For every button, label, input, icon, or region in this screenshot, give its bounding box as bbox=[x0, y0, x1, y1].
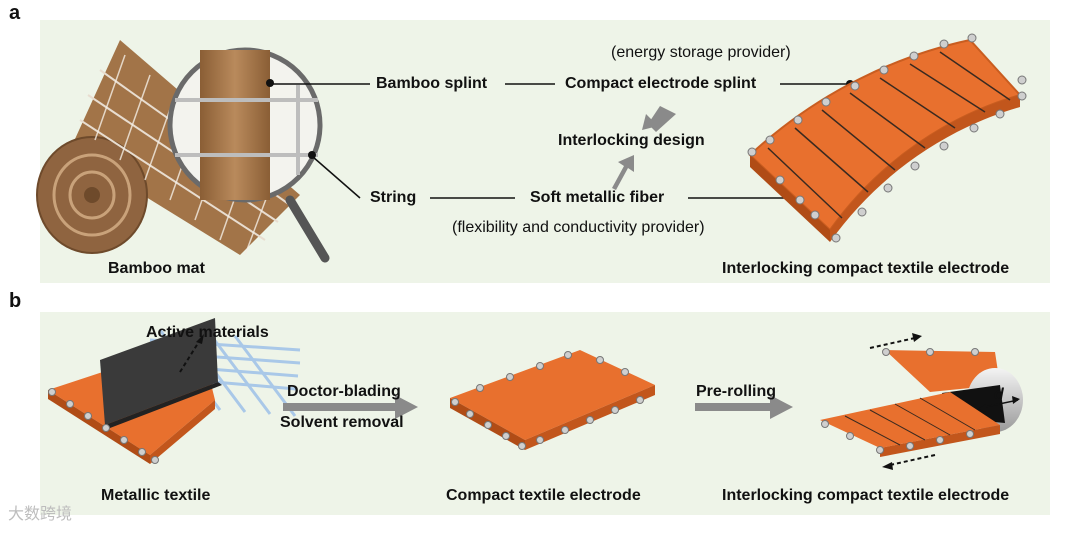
metallic-textile-label: Metallic textile bbox=[101, 487, 211, 504]
gray-arrows bbox=[612, 104, 676, 190]
flex-note: (flexibility and conductivity provider) bbox=[452, 219, 705, 236]
panel-b-letter: b bbox=[9, 290, 22, 312]
interlocking-design-label: Interlocking design bbox=[558, 132, 705, 149]
energy-note: (energy storage provider) bbox=[611, 44, 791, 61]
panel-a-connector-lines bbox=[272, 83, 850, 199]
active-materials-label: Active materials bbox=[146, 324, 269, 341]
process-arrow-1 bbox=[283, 395, 418, 419]
watermark-text: 大数跨境 bbox=[8, 506, 73, 523]
metallic-textile-illustration bbox=[48, 318, 301, 464]
solvent-removal-label: Solvent removal bbox=[280, 414, 404, 431]
bamboo-splint-label: Bamboo splint bbox=[376, 75, 488, 92]
doctor-blading-label: Doctor-blading bbox=[287, 383, 401, 400]
compact-textile-label: Compact textile electrode bbox=[446, 487, 641, 504]
interlocking-electrode-a bbox=[747, 33, 1027, 243]
panel-a-result-label: Interlocking compact textile electrode bbox=[722, 260, 1010, 277]
magnifier-illustration bbox=[167, 47, 330, 263]
compact-textile-electrode-illustration bbox=[450, 350, 655, 450]
soft-metallic-fiber-label: Soft metallic fiber bbox=[530, 189, 665, 206]
roll-diameter-label: d bbox=[994, 386, 1004, 403]
pre-rolling-label: Pre-rolling bbox=[696, 383, 777, 400]
process-arrow-2 bbox=[695, 395, 793, 419]
panel-a-letter: a bbox=[9, 2, 21, 24]
panel-b-result-label: Interlocking compact textile electrode bbox=[722, 487, 1010, 504]
compact-electrode-splint-label: Compact electrode splint bbox=[565, 75, 757, 92]
bamboo-mat-label: Bamboo mat bbox=[108, 260, 205, 277]
string-label: String bbox=[370, 189, 417, 206]
interlocking-electrode-b bbox=[820, 333, 1023, 470]
